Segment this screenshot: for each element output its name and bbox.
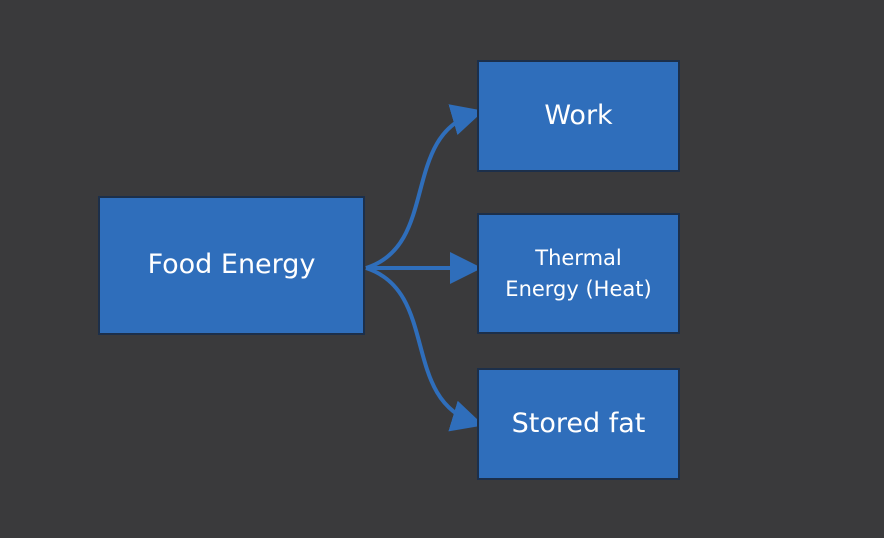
food-energy-label: Food Energy <box>147 249 316 281</box>
stored-fat-label: Stored fat <box>511 407 646 439</box>
arrow-to-stored-fat <box>365 266 484 432</box>
stored-fat-box: Stored fat <box>477 368 680 480</box>
thermal-energy-box: Thermal Energy (Heat) <box>477 213 680 334</box>
work-label: Work <box>544 99 613 131</box>
arrow-to-work <box>365 104 484 270</box>
thermal-energy-label-line1: Thermal <box>535 246 622 271</box>
work-box: Work <box>477 60 680 172</box>
food-energy-box: Food Energy <box>98 196 365 335</box>
thermal-energy-label: Thermal Energy (Heat) <box>505 243 651 304</box>
thermal-energy-label-line2: Energy (Heat) <box>505 276 652 301</box>
